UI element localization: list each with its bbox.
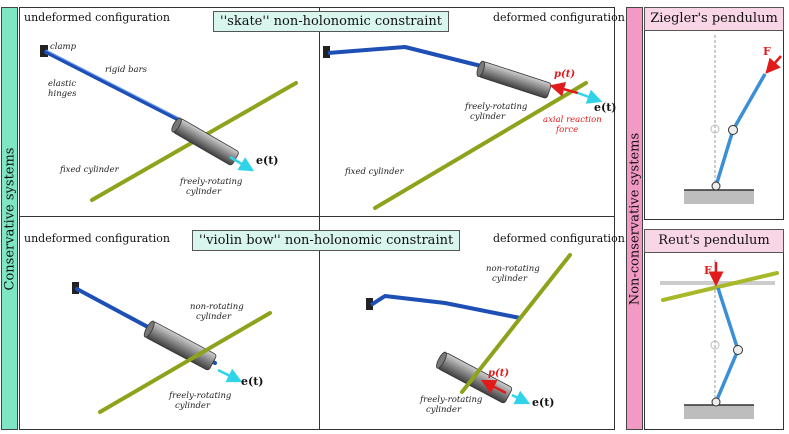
reut-force-label: F (704, 264, 712, 277)
p-vector-label: p(t) (488, 368, 509, 379)
skate-undeformed-figure: clamp rigid bars elastic hinges fixed cy… (40, 42, 298, 202)
e-vector-label: e(t) (532, 396, 555, 409)
violin-deformed-label: deformed configuration (493, 232, 625, 245)
e-vector-arrow (217, 368, 243, 383)
ziegler-figure: F (684, 35, 782, 204)
freely-rotating-label-2: cylinder (186, 187, 222, 197)
e-vector-label: e(t) (256, 154, 279, 167)
violin-undeformed-label: undeformed configuration (24, 232, 170, 245)
e-vector-label: e(t) (241, 375, 264, 388)
middle-hinge (728, 125, 738, 135)
e-vector-arrow (511, 390, 531, 405)
clamp-block (323, 46, 330, 58)
freely-rotating-label-2: cylinder (470, 112, 506, 122)
skate-title: ''skate'' non-holonomic constraint (213, 11, 449, 32)
fixed-cylinder-label: fixed cylinder (344, 167, 405, 177)
axial-force-label-2: force (555, 125, 578, 135)
freely-rotating-label-1: freely-rotating (419, 395, 483, 405)
freely-rotating-label-1: freely-rotating (179, 177, 243, 187)
p-vector-label: p(t) (554, 69, 575, 80)
elastic-hinges-label-2: hinges (48, 89, 77, 99)
non-rotating-label-1: non-rotating (190, 302, 244, 312)
base-hinge (711, 397, 721, 407)
reut-panel (644, 229, 784, 430)
freely-rotating-label-1: freely-rotating (168, 391, 232, 401)
ziegler-title: Ziegler's pendulum (644, 7, 784, 31)
reut-figure: F (660, 260, 779, 419)
clamp-block (40, 45, 48, 57)
base-hinge (711, 181, 721, 191)
non-rotating-label-2: cylinder (492, 274, 528, 284)
rigid-bars (369, 294, 521, 320)
violin-title: ''violin bow'' non-holonomic constraint (192, 230, 461, 251)
non-conservative-systems-bar: Non-conservative systems (626, 7, 643, 430)
e-vector-arrow (577, 89, 603, 104)
violin-divider (319, 216, 320, 430)
violin-deformed-figure: p(t) e(t) non-rotating cylinder freely-r… (366, 253, 572, 415)
freely-rotating-cylinder (171, 117, 239, 166)
row-divider (19, 216, 615, 217)
non-rotating-label-2: cylinder (196, 312, 232, 322)
rigid-bar-highlight (45, 49, 186, 122)
tilted-plate (661, 271, 779, 302)
reut-title: Reut's pendulum (644, 229, 784, 253)
freely-rotating-cylinder (143, 320, 217, 371)
non-rotating-cylinder (460, 253, 572, 394)
p-vector-arrow (480, 379, 507, 395)
follower-force-arrow (765, 55, 782, 74)
fixed-cylinder (373, 81, 588, 210)
hinge-ghost (710, 124, 720, 134)
e-vector-arrow (229, 155, 255, 172)
middle-hinge (733, 345, 743, 355)
fixed-cylinder-label: fixed cylinder (59, 165, 120, 175)
clamp-block (366, 298, 373, 310)
freely-rotating-label-1: freely-rotating (464, 102, 528, 112)
elastic-hinges-label-1: elastic (48, 79, 76, 89)
p-vector-arrow (549, 82, 579, 97)
skate-deformed-figure: p(t) e(t) freely-rotating cylinder axial… (323, 45, 617, 210)
axial-force-label-1: axial reaction (543, 115, 602, 125)
skate-divider (319, 7, 320, 216)
hinge-ghost (710, 340, 720, 350)
non-rotating-label-1: non-rotating (486, 264, 540, 274)
e-vector-label: e(t) (594, 101, 617, 114)
ziegler-force-label: F (763, 45, 771, 58)
skate-undeformed-label: undeformed configuration (24, 11, 170, 24)
violin-undeformed-figure: non-rotating cylinder freely-rotating cy… (72, 282, 272, 414)
rigid-bars (327, 45, 486, 69)
skate-deformed-label: deformed configuration (493, 11, 625, 24)
rigid-bar (44, 50, 187, 125)
freely-rotating-label-2: cylinder (426, 405, 462, 415)
ground-base (684, 190, 754, 204)
non-rotating-cylinder (98, 311, 272, 414)
rigid-bars-label: rigid bars (105, 65, 148, 75)
freely-rotating-cylinder (476, 60, 552, 99)
pendulum-bars (714, 73, 767, 187)
conservative-systems-bar: Conservative systems (1, 7, 18, 430)
clamp-label: clamp (50, 42, 77, 52)
freely-rotating-label-2: cylinder (175, 401, 211, 411)
ground-base (684, 405, 754, 419)
